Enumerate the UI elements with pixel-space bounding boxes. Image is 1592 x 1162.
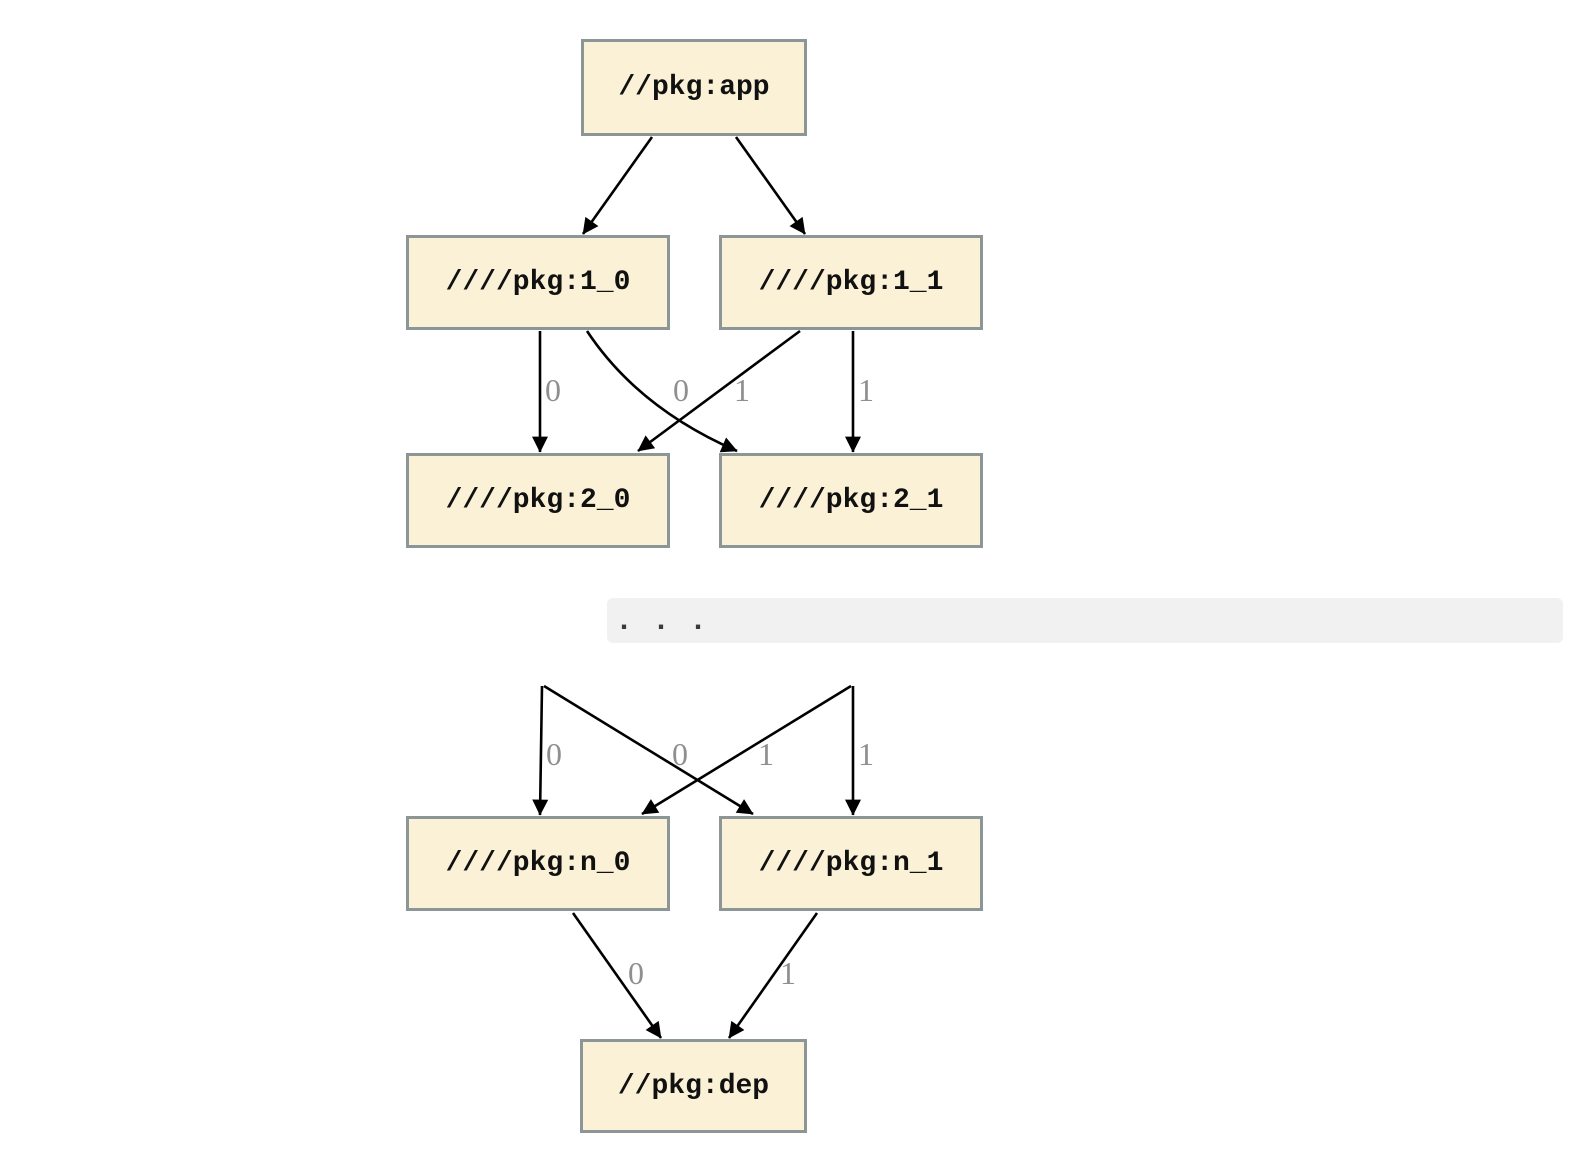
edge-label: 1 <box>858 372 874 408</box>
edge-label: 1 <box>858 736 874 772</box>
node-label: //pkg:app <box>618 72 770 103</box>
node-label: ////pkg:n_0 <box>445 848 631 879</box>
edge-app-to-1_1 <box>734 136 807 235</box>
node-pkg-dep: //pkg:dep <box>580 1039 807 1133</box>
edge-n_1-to-dep <box>727 912 819 1039</box>
edge-hidden-left-to-n_1 <box>543 684 754 816</box>
edge-app-to-1_0 <box>581 136 654 235</box>
edge-label: 0 <box>673 372 689 408</box>
edge-hidden-left-to-n_0 <box>532 685 549 816</box>
node-pkg-n_1: ////pkg:n_1 <box>719 816 983 911</box>
node-label: ////pkg:2_0 <box>445 485 631 516</box>
node-pkg-n_0: ////pkg:n_0 <box>406 816 670 911</box>
edge-label: 1 <box>758 736 774 772</box>
edge-hidden-right-to-n_0 <box>641 684 852 816</box>
node-label: ////pkg:1_1 <box>758 267 944 298</box>
edge-label: 0 <box>546 736 562 772</box>
ellipsis-band: ... <box>607 598 1563 643</box>
node-pkg-app: //pkg:app <box>581 39 807 136</box>
edge-label: 1 <box>780 955 796 991</box>
node-label: ////pkg:1_0 <box>445 267 631 298</box>
edge-n_0-to-dep <box>571 912 663 1039</box>
edge-1_0-to-2_1 <box>585 330 738 453</box>
edge-label: 1 <box>734 372 750 408</box>
ellipsis-dots: ... <box>615 605 727 639</box>
edge-label: 0 <box>672 736 688 772</box>
node-pkg-2_1: ////pkg:2_1 <box>719 453 983 548</box>
edge-1_1-to-2_0 <box>637 329 801 453</box>
node-label: ////pkg:n_1 <box>758 848 944 879</box>
node-label: //pkg:dep <box>617 1070 770 1102</box>
node-pkg-2_0: ////pkg:2_0 <box>406 453 670 548</box>
node-pkg-1_0: ////pkg:1_0 <box>406 235 670 330</box>
edge-label: 0 <box>628 955 644 991</box>
node-pkg-1_1: ////pkg:1_1 <box>719 235 983 330</box>
edge-label: 0 <box>545 372 561 408</box>
node-label: ////pkg:2_1 <box>758 485 944 516</box>
